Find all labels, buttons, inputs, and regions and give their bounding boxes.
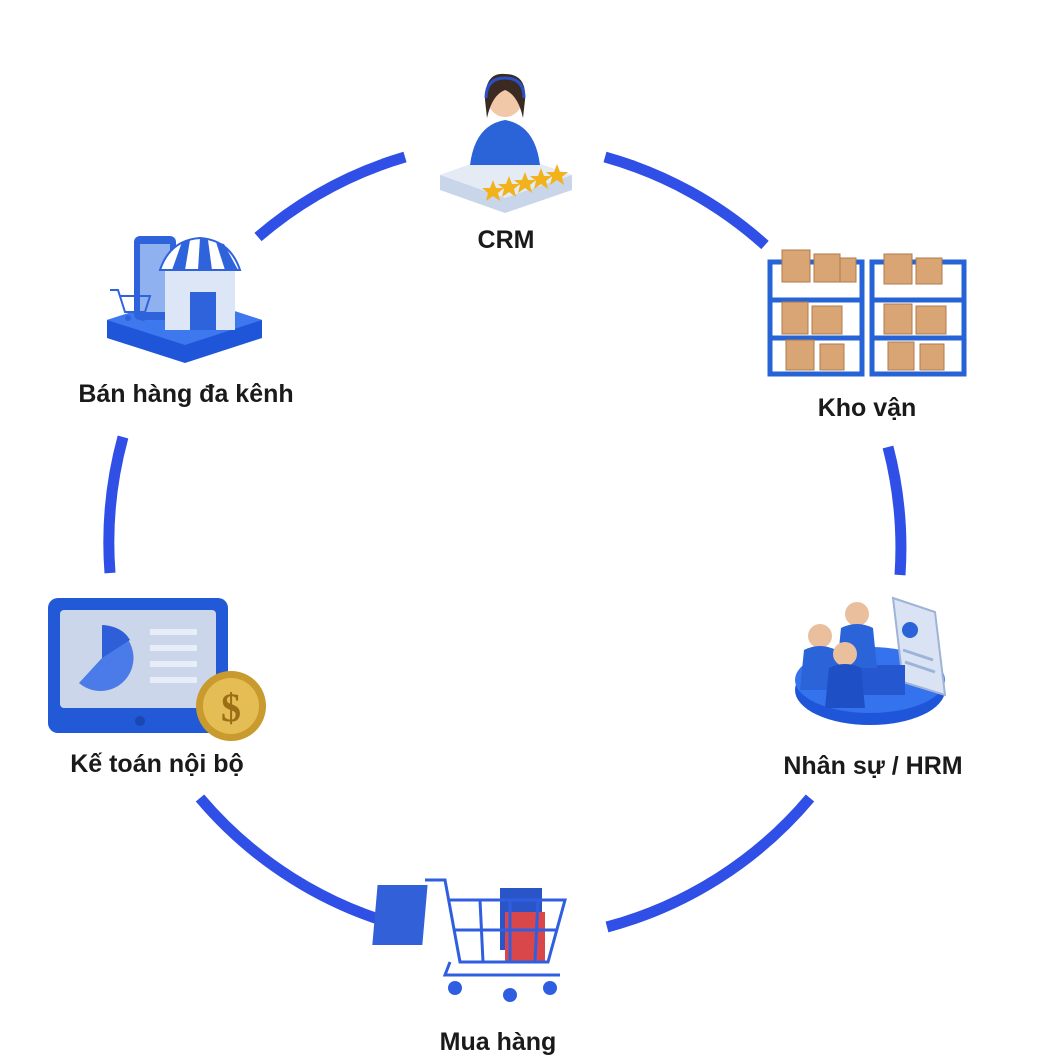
arc-hrm-purchase xyxy=(605,794,815,933)
node-label-crm: CRM xyxy=(477,226,535,254)
node-label-warehouse: Kho vận xyxy=(817,394,917,422)
svg-text:$: $ xyxy=(221,685,241,730)
node-label-sales: Bán hàng đa kênh xyxy=(78,380,294,408)
arc-crm-warehouse xyxy=(603,151,769,250)
node-label-hrm: Nhân sự / HRM xyxy=(783,752,963,780)
arc-accounting-sales xyxy=(103,435,129,574)
warehouse-shelves-icon xyxy=(767,249,967,377)
hr-team-meeting-icon xyxy=(795,596,947,725)
storefront-icon xyxy=(107,236,262,363)
customer-support-agent-icon xyxy=(440,73,572,213)
node-label-accounting: Kế toán nội bộ xyxy=(70,750,244,778)
accounting-tablet-coin-icon: $ xyxy=(48,598,266,741)
arc-purchase-accounting xyxy=(195,794,407,933)
arc-warehouse-hrm xyxy=(882,445,907,576)
node-label-purchase: Mua hàng xyxy=(439,1028,557,1056)
shopping-cart-icon xyxy=(372,878,567,1002)
arc-sales-crm xyxy=(254,151,407,242)
